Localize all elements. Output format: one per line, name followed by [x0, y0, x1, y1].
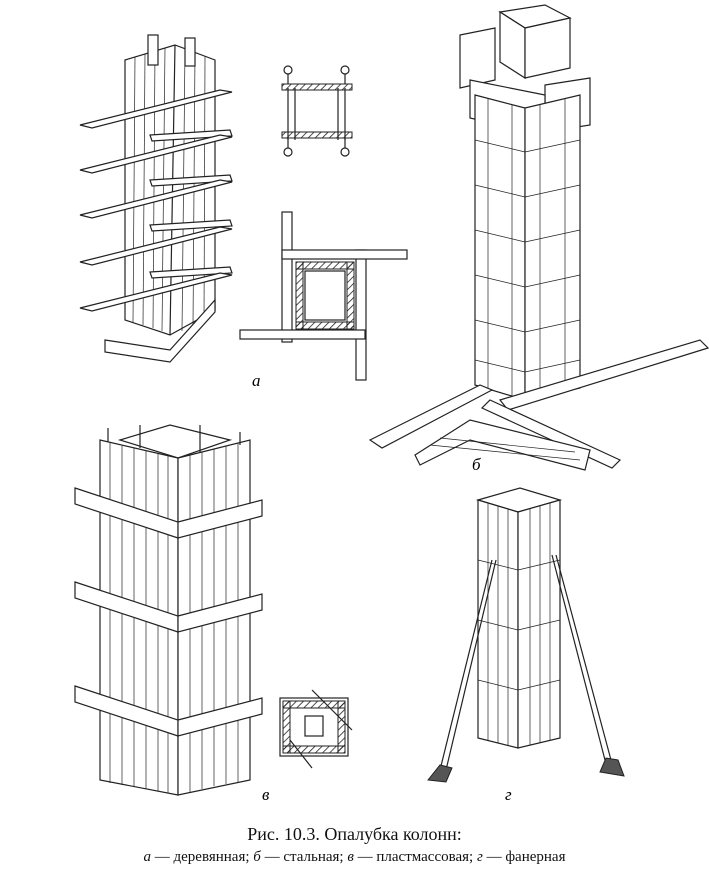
panel-g-label: г	[505, 785, 512, 804]
plywood-formwork-drawing	[427, 487, 625, 783]
panel-a-label: а	[252, 371, 261, 390]
plastic-formwork-drawing	[74, 424, 263, 796]
legend-text-a: — деревянная;	[151, 849, 254, 865]
column-formwork-figure: а б	[74, 4, 709, 804]
caption-legend: а — деревянная; б — стальная; в — пластм…	[0, 846, 709, 868]
wooden-clamp-plan-view	[281, 65, 353, 157]
legend-letter-a: а	[143, 849, 152, 865]
figure-caption: Рис. 10.3. Опалубка колонн: а — деревянн…	[0, 822, 709, 868]
legend-text-b: — стальная;	[260, 849, 348, 865]
steel-formwork-drawing	[368, 4, 709, 471]
legend-letter-v: в	[347, 849, 354, 865]
caption-title: Рис. 10.3. Опалубка колонн:	[247, 824, 462, 844]
plastic-section-plan-view	[279, 689, 353, 769]
legend-text-v: — пластмассовая;	[353, 849, 477, 865]
legend-letter-g: г	[476, 849, 483, 865]
wooden-formwork-drawing	[79, 34, 233, 363]
wooden-section-plan-view	[239, 211, 408, 381]
legend-text-g: — фанерная	[482, 849, 566, 865]
legend-letter-b: б	[253, 849, 261, 865]
panel-v-label: в	[262, 785, 270, 804]
panel-b-label: б	[472, 455, 481, 474]
